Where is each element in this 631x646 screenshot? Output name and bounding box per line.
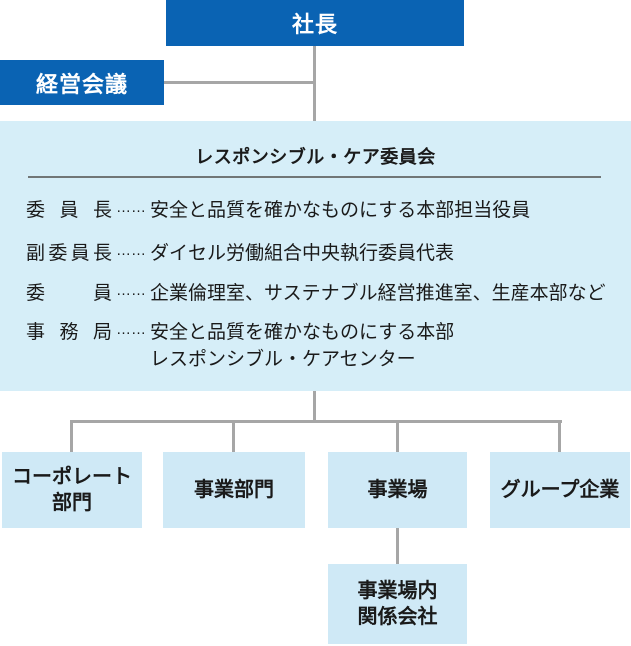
division-label: 事業部門 <box>194 479 274 501</box>
committee-panel: レスポンシブル・ケア委員会 委 員 長 …… 安全と品質を確かなものにする本部担… <box>0 121 631 391</box>
committee-title: レスポンシブル・ケア委員会 <box>195 147 436 167</box>
role-label: 委 員 <box>26 283 112 304</box>
role-label: 事 務 局 <box>26 322 112 343</box>
division-box-corporate: コーポレート 部門 <box>2 452 142 528</box>
connector-drop-business-division <box>232 420 235 452</box>
role-description: 安全と品質を確かなものにする本部担当役員 <box>150 200 531 221</box>
president-box: 社長 <box>166 0 464 46</box>
division-box-group-companies: グループ企業 <box>490 452 630 528</box>
division-label: グループ企業 <box>500 479 620 501</box>
connector-bus-horizontal <box>70 420 562 423</box>
role-description: ダイセル労働組合中央執行委員代表 <box>150 243 455 264</box>
division-box-site: 事業場 <box>328 452 467 528</box>
role-label: 副委員長 <box>26 243 112 264</box>
connector-site-to-subsidiary <box>396 528 399 564</box>
dot-leader: …… <box>116 321 146 338</box>
committee-row-chair: 委 員 長 …… 安全と品質を確かなものにする本部担当役員 <box>26 197 530 224</box>
connector-drop-corporate <box>70 420 73 452</box>
connector-meeting-to-trunk <box>164 81 314 84</box>
connector-drop-group-companies <box>558 420 561 452</box>
site-subsidiary-label: 事業場内 関係会社 <box>357 580 438 628</box>
connector-drop-site <box>396 420 399 452</box>
division-label: 事業場 <box>367 479 428 501</box>
site-subsidiary-box: 事業場内 関係会社 <box>328 564 467 644</box>
division-box-business-division: 事業部門 <box>163 452 305 528</box>
division-label: コーポレート 部門 <box>12 466 132 514</box>
management-meeting-label: 経営会議 <box>35 71 128 97</box>
committee-row-members: 委 員 …… 企業倫理室、サステナブル経営推進室、生産本部など <box>26 280 606 307</box>
committee-row-secretariat: 事 務 局 …… 安全と品質を確かなものにする本部 レスポンシブル・ケアセンター <box>26 319 454 373</box>
role-label: 委 員 長 <box>26 200 112 221</box>
president-label: 社長 <box>291 12 338 37</box>
dot-leader: …… <box>116 242 146 259</box>
management-meeting-box: 経営会議 <box>0 60 164 105</box>
dot-leader: …… <box>116 282 146 299</box>
dot-leader: …… <box>116 199 146 216</box>
connector-committee-to-bus <box>313 391 316 422</box>
role-description: 企業倫理室、サステナブル経営推進室、生産本部など <box>150 283 606 304</box>
connector-president-to-committee <box>313 46 316 121</box>
committee-title-divider <box>28 176 601 178</box>
committee-row-vice-chair: 副委員長 …… ダイセル労働組合中央執行委員代表 <box>26 240 454 267</box>
role-description: 安全と品質を確かなものにする本部 レスポンシブル・ケアセンター <box>150 322 455 370</box>
